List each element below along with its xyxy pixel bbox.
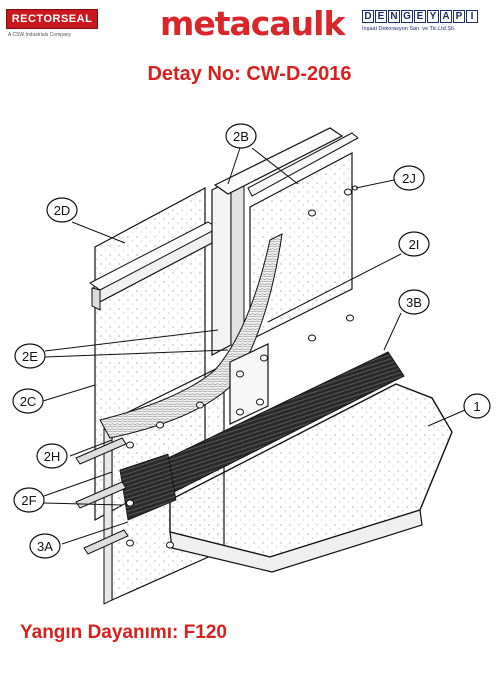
- horizontal-mullion-end: [91, 287, 101, 311]
- callout-label: 2D: [54, 203, 71, 218]
- callout-label: 2C: [20, 394, 37, 409]
- metacaulk-logo: metacaulk: [160, 4, 345, 43]
- dengeyapi-letter: E: [414, 10, 426, 23]
- dengeyapi-letter: N: [388, 10, 400, 23]
- callout-label: 1: [473, 399, 480, 414]
- dengeyapi-subtitle: İnşaat Dekorasyon San. ve Tic.Ltd.Şti.: [362, 26, 456, 32]
- anchor-holes: [126, 185, 358, 549]
- packing-zone: [119, 453, 177, 521]
- callout-2H: 2H: [36, 443, 68, 469]
- dengeyapi-logo: D E N G E Y A P I İnşaat Dekorasyon San.…: [362, 10, 494, 32]
- dengeyapi-letter: D: [362, 10, 374, 23]
- callout-2J: 2J: [393, 165, 425, 191]
- callout-2F: 2F: [13, 487, 45, 513]
- clip-angle-bottom: [83, 529, 129, 555]
- dengeyapi-letter: G: [401, 10, 413, 23]
- callout-label: 3B: [406, 295, 422, 310]
- rectorseal-logo-text: RECTORSEAL: [11, 13, 93, 25]
- callout-1: 1: [463, 393, 491, 419]
- dengeyapi-letter: E: [375, 10, 387, 23]
- clip-angle-upper: [75, 437, 127, 465]
- clip-angle-lower: [75, 481, 127, 509]
- callout-label: 2J: [402, 171, 416, 186]
- detail-title: Detay No: CW-D-2016: [147, 63, 352, 85]
- dengeyapi-letter: P: [453, 10, 465, 23]
- callout-label: 2E: [22, 349, 38, 364]
- callout-2I: 2I: [398, 231, 430, 257]
- callout-label: 2I: [409, 237, 420, 252]
- callout-2E: 2E: [14, 343, 46, 369]
- rectorseal-logo-subtitle: A CSW Industrials Company: [8, 32, 72, 38]
- callout-2C: 2C: [12, 388, 44, 414]
- fire-rating: Yangın Dayanımı: F120: [20, 622, 227, 643]
- callout-label: 2F: [21, 493, 36, 508]
- rectorseal-logo: RECTORSEAL A CSW Industrials Company: [6, 9, 98, 47]
- callout-label: 3A: [37, 539, 53, 554]
- dengeyapi-letter: Y: [427, 10, 439, 23]
- callout-2D: 2D: [46, 197, 78, 223]
- spandrel-panel-top: [247, 132, 359, 197]
- leader-lines: [42, 147, 466, 545]
- vertical-mullion: [211, 179, 232, 356]
- dengeyapi-letter: A: [440, 10, 452, 23]
- callout-3B: 3B: [398, 289, 430, 315]
- spandrel-panel-upper: [249, 152, 353, 341]
- callout-label: 2H: [44, 449, 61, 464]
- callout-label: 2B: [233, 129, 249, 144]
- callout-3A: 3A: [29, 533, 61, 559]
- top-beam: [213, 127, 344, 195]
- dengeyapi-letter: I: [466, 10, 478, 23]
- callout-2B: 2B: [225, 123, 257, 149]
